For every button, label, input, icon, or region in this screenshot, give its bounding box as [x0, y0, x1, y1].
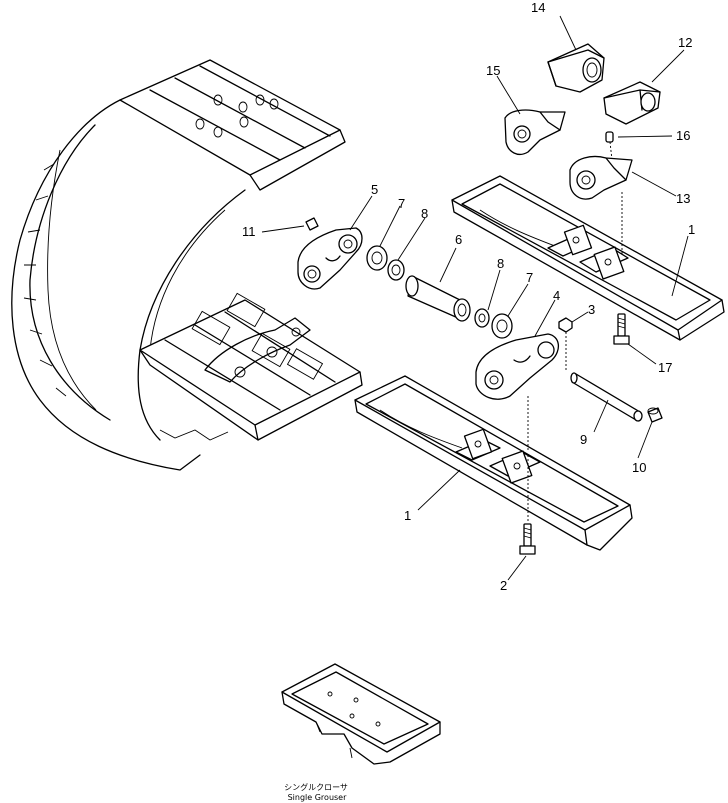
callout-8-upper: 8 [421, 206, 428, 221]
track-shoe-upper [451, 175, 725, 341]
part-2-bolt [519, 455, 536, 555]
callout-8-lower: 8 [497, 256, 504, 271]
track-assembly [11, 59, 363, 471]
caption-english: Single Grouser [288, 793, 348, 802]
part-13-link-half [569, 155, 633, 256]
track-shoe-lower [354, 375, 633, 551]
part-11-bushing-cap [305, 217, 319, 231]
callout-14: 14 [531, 0, 545, 15]
callout-1-upper: 1 [688, 222, 695, 237]
part-9-pin [570, 372, 643, 422]
part-6-bushing [405, 275, 471, 322]
part-16-pin [605, 131, 614, 161]
callout-13: 13 [676, 191, 690, 206]
callout-labels: 14 12 15 16 13 5 7 8 11 6 1 8 7 4 3 17 9… [242, 0, 695, 593]
part-4-link [475, 333, 559, 450]
part-8-ring-upper [387, 259, 405, 281]
part-10-bushing-cap [647, 407, 663, 423]
callout-15: 15 [486, 63, 500, 78]
callout-3: 3 [588, 302, 595, 317]
caption: シングルクローサ Single Grouser [284, 782, 348, 802]
callout-12: 12 [678, 35, 692, 50]
part-15-link-half [504, 109, 566, 156]
part-3-nut [558, 317, 573, 370]
callout-5: 5 [371, 182, 378, 197]
part-14-master-link-block [547, 43, 605, 93]
part-8-ring-lower [474, 308, 490, 328]
callout-17: 17 [658, 360, 672, 375]
part-5-link [297, 227, 363, 290]
callout-16: 16 [676, 128, 690, 143]
callout-9: 9 [580, 432, 587, 447]
callout-7-lower: 7 [526, 270, 533, 285]
callout-6: 6 [455, 232, 462, 247]
callout-1-lower: 1 [404, 508, 411, 523]
callout-10: 10 [632, 460, 646, 475]
leader-lines [261, 15, 689, 581]
callout-7-upper: 7 [398, 196, 405, 211]
caption-japanese: シングルクローサ [284, 782, 348, 792]
part-12-link-block [603, 81, 661, 125]
part-17-bolt [613, 313, 630, 345]
callout-2: 2 [500, 578, 507, 593]
callout-4: 4 [553, 288, 560, 303]
callout-11: 11 [242, 224, 256, 239]
part-7-seal-upper [366, 245, 388, 271]
part-7-seal-lower [491, 313, 513, 339]
single-grouser-shoe [281, 663, 441, 765]
